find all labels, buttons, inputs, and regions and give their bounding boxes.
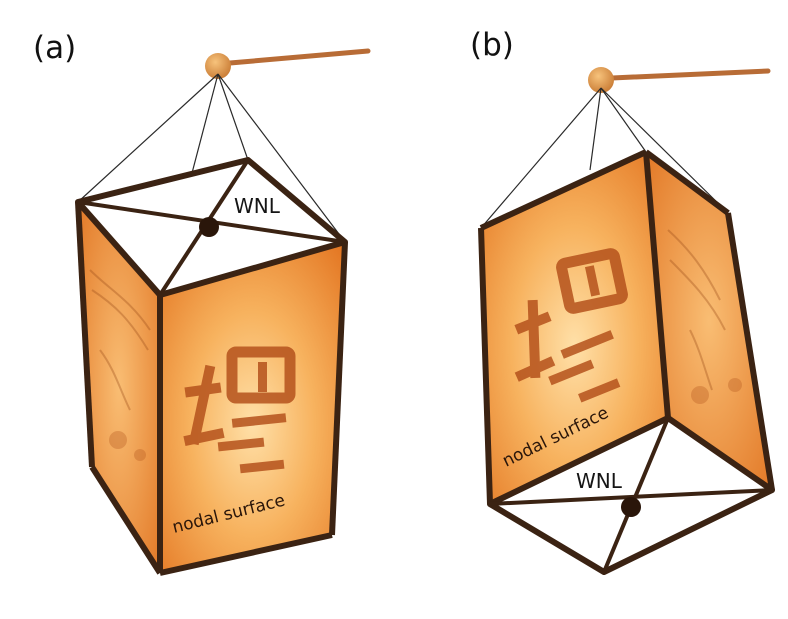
panel-b: (b)	[470, 27, 775, 575]
lantern-side-face	[78, 202, 160, 573]
panel-a: (a)	[33, 30, 371, 576]
calligraphy-glyph	[514, 248, 628, 403]
side-decoration	[667, 229, 742, 404]
hanging-knob	[205, 53, 231, 79]
calligraphy-glyph	[183, 346, 296, 474]
lantern-side-face	[646, 152, 772, 490]
panel-b-label: (b)	[470, 27, 514, 63]
lantern-front-face	[481, 152, 668, 504]
lantern-front-face	[160, 242, 345, 573]
hanging-stick	[609, 68, 771, 81]
wnl-label: WNL	[234, 194, 281, 218]
hanging-stick	[227, 48, 371, 66]
hanging-knob	[588, 67, 614, 93]
wnl-node	[621, 497, 641, 517]
hanging-strings	[480, 87, 729, 229]
wnl-node	[199, 217, 219, 237]
panel-a-label: (a)	[33, 30, 76, 66]
side-decoration	[89, 269, 151, 461]
wnl-label: WNL	[576, 469, 623, 493]
